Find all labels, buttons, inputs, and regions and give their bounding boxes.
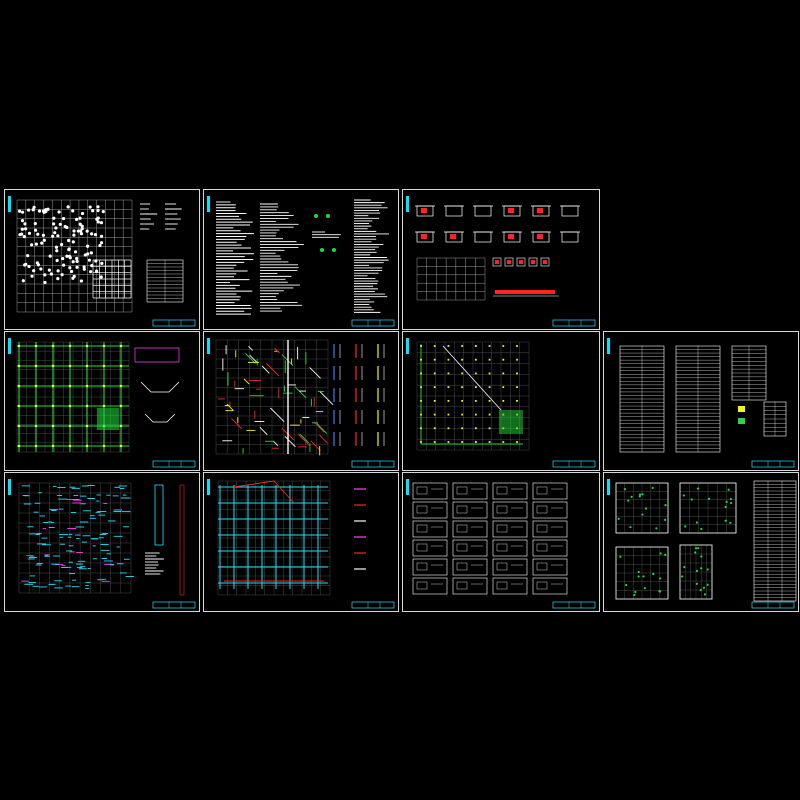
drawing-sheet-text-notes[interactable]	[203, 189, 399, 330]
foundation-plan-icon	[16, 199, 196, 327]
sheet-marker	[8, 196, 11, 212]
drawing-sheet-cyan-slab-plan[interactable]	[4, 472, 200, 612]
slab-plan-icon	[18, 482, 196, 609]
drawing-sheet-cyan-beam-plan[interactable]	[203, 472, 399, 612]
drawing-sheet-detail-grid[interactable]	[402, 472, 600, 612]
sheet-marker	[406, 196, 409, 212]
detail-grid-icon	[412, 482, 596, 609]
sheet-marker	[8, 338, 11, 354]
sheet-marker	[406, 479, 409, 495]
drawing-sheet-green-beam-plan[interactable]	[4, 331, 200, 471]
sheet-marker	[207, 479, 210, 495]
drawing-sheet-detail-sections[interactable]	[402, 189, 600, 330]
drawing-sheet-tables[interactable]	[603, 331, 799, 471]
notes-icon	[216, 199, 395, 327]
sheet-marker	[8, 479, 11, 495]
table-sheet-icon	[619, 345, 795, 468]
drawing-sheet-room-plans[interactable]	[603, 472, 799, 612]
sheet-marker	[607, 479, 610, 495]
sheet-marker	[207, 338, 210, 354]
beam-layout-icon	[217, 480, 395, 609]
beam-plan-icon	[16, 341, 196, 468]
drawing-sheet-green-grid-plan[interactable]	[402, 331, 600, 471]
rebar-plan-icon	[215, 339, 395, 468]
sheet-marker	[207, 196, 210, 212]
sheet-marker	[406, 338, 409, 354]
grid-plan-icon	[416, 341, 596, 468]
drawing-sheet-column-grid-plan[interactable]	[4, 189, 200, 330]
section-details-icon	[415, 205, 596, 327]
sheet-marker	[607, 338, 610, 354]
room-plan-icon	[615, 480, 797, 609]
drawing-sheet-rebar-plan[interactable]	[203, 331, 399, 471]
